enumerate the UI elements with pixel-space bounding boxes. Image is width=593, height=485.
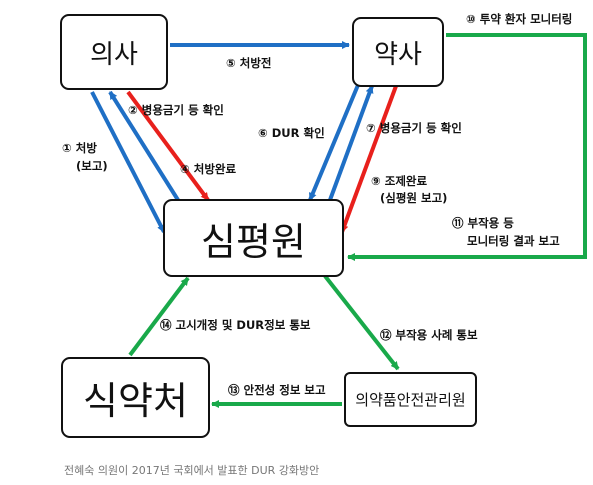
arrow-notice-mfds-to-hira: [128, 276, 190, 357]
node-hira: 심평원: [163, 199, 344, 277]
arrow-dispensing-complete-pharmacist-to-hira: [340, 85, 398, 233]
arrow-prescription-report-doctor-to-hira: [90, 91, 166, 233]
label-e10: ⑩ 투약 환자 모니터링: [466, 12, 573, 26]
label-e12: ⑫ 부작용 사례 통보: [380, 328, 478, 342]
label-e7: ⑦ 병용금기 등 확인: [366, 121, 462, 135]
node-hira-label: 심평원: [201, 219, 306, 264]
label-e2: ② 병용금기 등 확인: [128, 103, 224, 117]
label-e1b: (보고): [76, 159, 108, 173]
label-e9b: (심평원 보고): [380, 191, 448, 205]
label-e6: ⑥ DUR 확인: [258, 126, 325, 140]
node-mfds: 식약처: [61, 357, 210, 438]
label-e5: ⑤ 처방전: [226, 56, 272, 70]
node-pharmacist-label: 약사: [374, 39, 422, 70]
arrow-dur-check-pharmacist-to-hira: [308, 84, 360, 201]
figure-caption: 전혜숙 의원이 2017년 국회에서 발표한 DUR 강화방안: [64, 464, 320, 477]
label-e11: ⑪ 부작용 등: [452, 216, 514, 230]
arrow-adverse-event-hira-to-kids: [323, 274, 400, 371]
node-doctor: 의사: [60, 14, 168, 90]
node-doctor-label: 의사: [90, 39, 138, 70]
node-kids: 의약품안전관리원: [344, 372, 477, 427]
label-e9: ⑨ 조제완료: [371, 174, 428, 188]
node-kids-label: 의약품안전관리원: [355, 391, 466, 409]
label-e1: ① 처방: [62, 141, 97, 155]
arrow-prescription-complete-doctor-to-hira: [126, 90, 210, 202]
arrow-contraindication-hira-to-pharmacist: [328, 85, 374, 201]
label-e11b: 모니터링 결과 보고: [467, 234, 560, 248]
node-mfds-label: 식약처: [83, 379, 188, 423]
arrow-monitoring-report-to-hira: [347, 33, 587, 261]
arrow-contraindication-hira-to-doctor: [108, 90, 180, 202]
node-pharmacist: 약사: [352, 17, 444, 87]
label-e13: ⑬ 안전성 정보 보고: [228, 383, 326, 397]
label-e4: ④ 처방완료: [180, 162, 237, 176]
label-e14: ⑭ 고시개정 및 DUR정보 통보: [160, 318, 311, 332]
